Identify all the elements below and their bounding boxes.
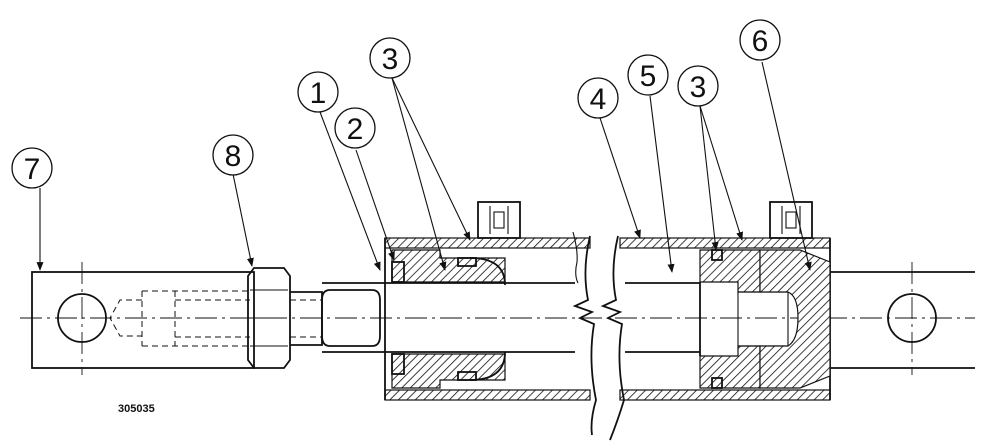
drawing-number: 305035 bbox=[118, 403, 155, 415]
callout-5-label: 5 bbox=[640, 60, 657, 93]
callout-7-label: 7 bbox=[24, 153, 41, 186]
callout-2: 2 bbox=[334, 107, 376, 149]
callout-2-label: 2 bbox=[347, 113, 364, 146]
leader-lines bbox=[36, 61, 812, 273]
piston-rod bbox=[321, 282, 700, 353]
callout-7: 7 bbox=[11, 147, 53, 189]
callout-4: 4 bbox=[577, 77, 619, 119]
cap-eye bbox=[830, 262, 975, 375]
callout-6: 6 bbox=[739, 19, 781, 61]
callout-8-label: 8 bbox=[225, 140, 242, 173]
callout-6-label: 6 bbox=[752, 25, 769, 58]
callout-1: 1 bbox=[297, 71, 339, 113]
cap-end bbox=[759, 249, 831, 389]
callout-8: 8 bbox=[212, 134, 254, 176]
rod-threaded-end bbox=[290, 291, 323, 346]
callout-1-label: 1 bbox=[310, 77, 327, 110]
callout-3-right-label: 3 bbox=[690, 71, 707, 104]
jam-nut bbox=[247, 267, 291, 369]
port-head bbox=[477, 201, 521, 239]
callout-3-left-label: 3 bbox=[382, 43, 399, 76]
callout-3-left: 3 bbox=[369, 37, 411, 79]
rod-gland bbox=[391, 249, 506, 389]
rod-end-clevis bbox=[31, 262, 255, 375]
callout-3-right: 3 bbox=[677, 65, 719, 107]
callout-5: 5 bbox=[627, 54, 669, 96]
callout-4-label: 4 bbox=[590, 83, 607, 116]
break-lines bbox=[572, 231, 625, 441]
port-cap bbox=[769, 201, 813, 239]
